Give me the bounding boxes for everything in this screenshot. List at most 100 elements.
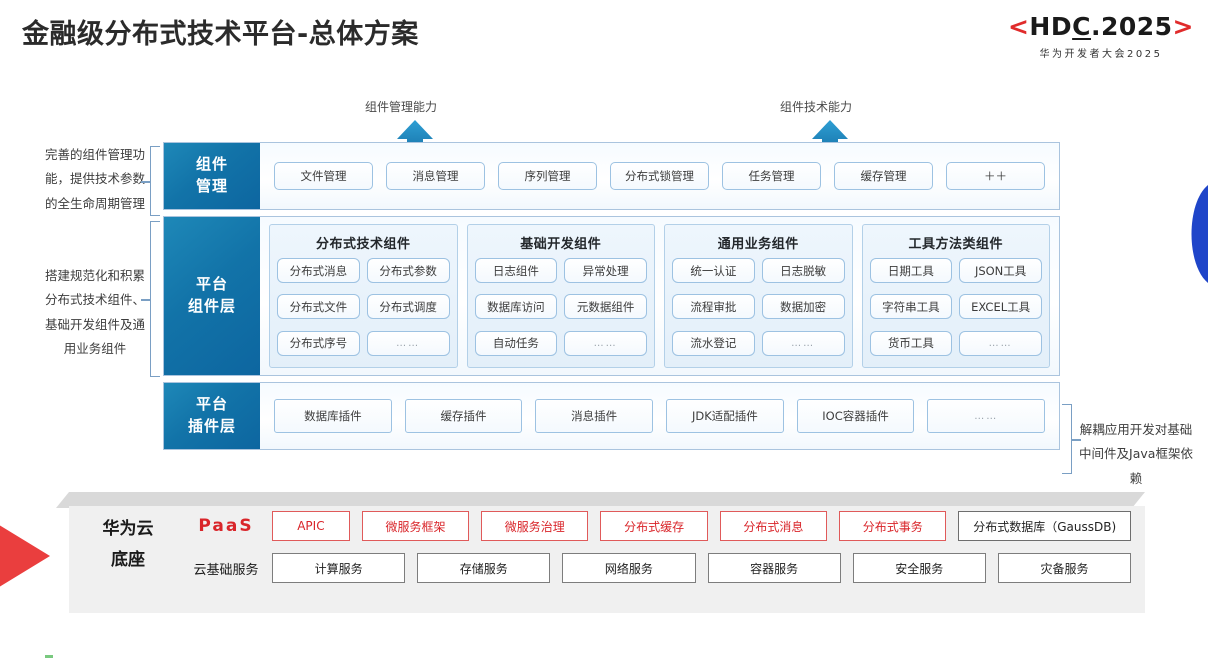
bchip-container-service[interactable]: 容器服务 <box>707 553 841 583</box>
angle-bracket-right-icon: > <box>1172 12 1194 41</box>
chip-cache-plugin[interactable]: 缓存插件 <box>404 399 523 433</box>
chip-data-encryption[interactable]: 数据加密 <box>761 294 845 320</box>
page-title: 金融级分布式技术平台-总体方案 <box>22 19 419 50</box>
bracket-right-tick <box>1072 439 1081 441</box>
chip-more-common-business[interactable]: …… <box>761 330 845 356</box>
hdc-logo-subtitle: 华为开发者大会2025 <box>1039 49 1163 60</box>
huawei-cloud-base: 华为云 底座 PaaS APIC 微服务框架 微服务治理 分布式缓存 分布式消息… <box>56 492 1145 613</box>
chip-ioc-container-plugin[interactable]: IOC容器插件 <box>796 399 915 433</box>
chip-metadata-component[interactable]: 元数据组件 <box>564 294 647 320</box>
chip-distributed-message[interactable]: 分布式消息 <box>277 258 360 283</box>
band-label-platform-component-layer: 平台 组件层 <box>164 217 260 375</box>
base-row-label-cloud-infra: 云基础服务 <box>193 562 259 578</box>
band-platform-plugin-layer: 平台 插件层 数据库插件 缓存插件 消息插件 JDK适配插件 IOC容器插件 …… <box>163 382 1060 450</box>
chip-distributed-file[interactable]: 分布式文件 <box>277 294 360 320</box>
band-label-line2: 管理 <box>195 177 228 195</box>
group-basic-development: 基础开发组件 日志组件 异常处理 数据库访问 元数据组件 自动任务 …… <box>466 224 655 368</box>
chip-process-approval[interactable]: 流程审批 <box>672 294 755 320</box>
band-component-management: 组件 管理 文件管理 消息管理 序列管理 分布式锁管理 任务管理 缓存管理 ＋＋ <box>163 142 1060 210</box>
bchip-security-service[interactable]: 安全服务 <box>852 553 986 583</box>
group-grid-common-business: 统一认证 日志脱敏 流程审批 数据加密 流水登记 …… <box>672 258 845 362</box>
chip-exception-handling[interactable]: 异常处理 <box>564 258 647 283</box>
band-label-line1: 平台 <box>195 395 228 414</box>
band-platform-component-layer: 平台 组件层 分布式技术组件 分布式消息 分布式参数 分布式文件 分布式调度 分… <box>163 216 1060 376</box>
side-note-left-top: 完善的组件管理功能，提供技术参数的全生命周期管理 <box>44 147 145 211</box>
chip-auto-task[interactable]: 自动任务 <box>474 330 558 356</box>
chip-distributed-parameter[interactable]: 分布式参数 <box>366 258 450 283</box>
base-title: 华为云 底座 <box>82 514 174 577</box>
chip-more-distributed-tech[interactable]: …… <box>366 330 450 356</box>
side-note-right: 解耦应用开发对基础中间件及Java框架依赖 <box>1079 422 1193 486</box>
group-title-tool-methods: 工具方法类组件 <box>908 237 1003 252</box>
base-row-cloud-infra: 云基础服务 计算服务 存储服务 网络服务 容器服务 安全服务 灾备服务 <box>180 550 1132 586</box>
bchip-distributed-cache[interactable]: 分布式缓存 <box>600 511 708 541</box>
chip-add-more[interactable]: ＋＋ <box>946 162 1045 190</box>
bchip-distributed-database-gaussdb[interactable]: 分布式数据库（GaussDB) <box>958 511 1131 541</box>
chip-unified-authentication[interactable]: 统一认证 <box>672 258 755 283</box>
chip-currency-tool[interactable]: 货币工具 <box>869 330 953 356</box>
hdc-logo: <HDC.2025> 华为开发者大会2025 <box>1008 14 1194 60</box>
chip-log-masking[interactable]: 日志脱敏 <box>761 258 845 283</box>
hdc-logo-text: <HDC.2025> <box>1008 14 1194 39</box>
group-grid-basic-development: 日志组件 异常处理 数据库访问 元数据组件 自动任务 …… <box>474 258 647 362</box>
base-row-label-paas: PaaS <box>198 516 254 536</box>
bchip-distributed-message[interactable]: 分布式消息 <box>719 511 828 541</box>
bchip-microservice-framework[interactable]: 微服务框架 <box>361 511 470 541</box>
band-label-line2: 组件层 <box>187 297 236 315</box>
base-title-line2: 底座 <box>111 550 145 571</box>
hdc-logo-main-underlined: C <box>1072 12 1091 41</box>
green-tick-decoration-icon <box>45 655 53 658</box>
group-tool-methods: 工具方法类组件 日期工具 JSON工具 字符串工具 EXCEL工具 货币工具 …… <box>861 224 1050 368</box>
hdc-logo-main-post: .2025 <box>1090 12 1173 41</box>
bracket-left-top <box>150 146 160 216</box>
base-items-cloud-infra: 计算服务 存储服务 网络服务 容器服务 安全服务 灾备服务 <box>272 553 1132 583</box>
chip-json-tool[interactable]: JSON工具 <box>959 258 1042 283</box>
chip-file-management[interactable]: 文件管理 <box>274 162 373 190</box>
chip-jdk-adapter-plugin[interactable]: JDK适配插件 <box>666 399 784 433</box>
group-grid-distributed-tech: 分布式消息 分布式参数 分布式文件 分布式调度 分布式序号 …… <box>277 258 450 362</box>
chip-distributed-scheduling[interactable]: 分布式调度 <box>366 294 450 320</box>
band-label-line2: 插件层 <box>187 417 236 435</box>
chip-distributed-lock-management[interactable]: 分布式锁管理 <box>610 162 709 190</box>
chip-excel-tool[interactable]: EXCEL工具 <box>959 294 1042 320</box>
bracket-left-top-tick <box>141 181 150 183</box>
bchip-microservice-governance[interactable]: 微服务治理 <box>481 511 589 541</box>
chip-task-management[interactable]: 任务管理 <box>722 162 821 190</box>
chip-sequence-management[interactable]: 序列管理 <box>498 162 597 190</box>
red-wedge-decoration-icon <box>0 525 50 587</box>
bracket-left-bottom <box>150 221 160 377</box>
bchip-distributed-transaction[interactable]: 分布式事务 <box>839 511 947 541</box>
bracket-left-bottom-tick <box>141 299 150 301</box>
band-label-platform-plugin-layer: 平台 插件层 <box>164 383 260 449</box>
chip-cache-management[interactable]: 缓存管理 <box>834 162 933 190</box>
architecture-stack: 组件 管理 文件管理 消息管理 序列管理 分布式锁管理 任务管理 缓存管理 ＋＋… <box>163 142 1060 456</box>
band-label-component-management: 组件 管理 <box>164 143 260 209</box>
chip-more-plugins[interactable]: …… <box>927 399 1046 433</box>
chip-log-component[interactable]: 日志组件 <box>474 258 558 283</box>
chip-date-tool[interactable]: 日期工具 <box>869 258 953 283</box>
bchip-storage-service[interactable]: 存储服务 <box>417 553 551 583</box>
chip-more-tool-methods[interactable]: …… <box>959 330 1042 356</box>
bchip-network-service[interactable]: 网络服务 <box>562 553 696 583</box>
chip-more-basic-development[interactable]: …… <box>564 330 647 356</box>
chip-database-access[interactable]: 数据库访问 <box>474 294 558 320</box>
arrow-label-right: 组件技术能力 <box>780 100 853 114</box>
hdc-logo-main-pre: HD <box>1029 12 1073 41</box>
bchip-apic[interactable]: APIC <box>272 511 350 541</box>
chip-database-plugin[interactable]: 数据库插件 <box>274 399 392 433</box>
base-top-bevel <box>56 492 1145 508</box>
band-label-line1: 平台 <box>195 275 228 294</box>
chip-message-plugin[interactable]: 消息插件 <box>535 399 654 433</box>
chip-transaction-registration[interactable]: 流水登记 <box>672 330 755 356</box>
base-items-paas: APIC 微服务框架 微服务治理 分布式缓存 分布式消息 分布式事务 分布式数据… <box>272 511 1131 541</box>
bchip-compute-service[interactable]: 计算服务 <box>272 553 406 583</box>
band-body-platform-plugin-layer: 数据库插件 缓存插件 消息插件 JDK适配插件 IOC容器插件 …… <box>260 383 1059 449</box>
bchip-disaster-recovery-service[interactable]: 灾备服务 <box>997 553 1132 583</box>
chip-message-management[interactable]: 消息管理 <box>386 162 485 190</box>
chip-string-tool[interactable]: 字符串工具 <box>869 294 953 320</box>
base-rows: PaaS APIC 微服务框架 微服务治理 分布式缓存 分布式消息 分布式事务 … <box>180 508 1132 592</box>
base-row-paas: PaaS APIC 微服务框架 微服务治理 分布式缓存 分布式消息 分布式事务 … <box>180 508 1131 544</box>
chip-distributed-sequence[interactable]: 分布式序号 <box>277 330 360 356</box>
band-body-component-management: 文件管理 消息管理 序列管理 分布式锁管理 任务管理 缓存管理 ＋＋ <box>260 143 1059 209</box>
